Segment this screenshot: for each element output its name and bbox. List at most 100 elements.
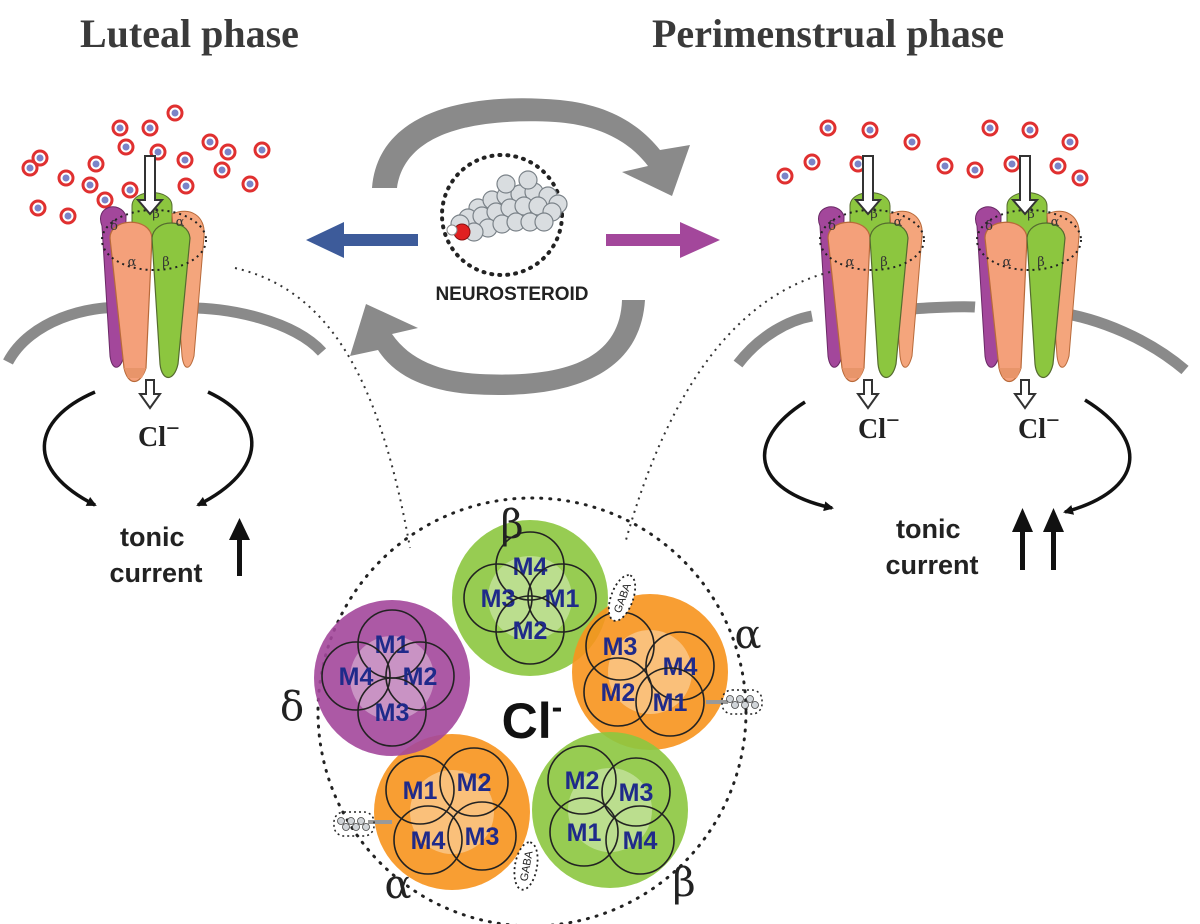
transmembrane-domain-label: M2 xyxy=(457,769,492,797)
svg-text:α: α xyxy=(846,255,855,270)
gaba-molecule xyxy=(1071,169,1089,187)
gaba-molecule xyxy=(176,151,194,169)
gaba-molecule xyxy=(111,119,129,137)
gaba-molecule xyxy=(121,181,139,199)
transmembrane-domain-label: M3 xyxy=(619,779,654,807)
flow-arrows-left xyxy=(42,390,254,507)
neurosteroid-site-left xyxy=(333,811,392,837)
arrow-to-perimenstrual xyxy=(606,222,720,258)
gaba-molecule xyxy=(241,175,259,193)
gaba-molecule xyxy=(803,153,821,171)
membrane-right xyxy=(733,301,1189,375)
gaba-molecule xyxy=(776,167,794,185)
gaba-binding-site-bottom: GABA xyxy=(513,841,539,891)
gaba-molecule xyxy=(96,191,114,209)
gaba-molecule xyxy=(1003,155,1021,173)
gaba-molecule xyxy=(1021,121,1039,139)
transmembrane-domain-label: M3 xyxy=(481,585,516,613)
transmembrane-domain-label: M2 xyxy=(601,679,636,707)
transmembrane-domain-label: M1 xyxy=(375,631,410,659)
svg-text:β: β xyxy=(1037,255,1045,270)
subunit-letter-beta-bottom: β xyxy=(672,860,695,906)
transmembrane-domain-label: M4 xyxy=(623,827,658,855)
gaba-molecule xyxy=(117,138,135,156)
cycle-arrow-top xyxy=(372,98,690,196)
luteal-phase-title: Luteal phase xyxy=(80,11,299,56)
neurosteroid-molecule xyxy=(440,153,568,277)
gaba-molecule xyxy=(981,119,999,137)
tonic-current-label-right: tonic current xyxy=(885,514,978,580)
transmembrane-domain-label: M2 xyxy=(513,617,548,645)
cycle-arrow-bottom xyxy=(350,300,645,395)
svg-text:δ: δ xyxy=(828,219,836,234)
perimenstrual-phase-title: Perimenstrual phase xyxy=(652,11,1005,56)
receptor-channels: α β δ α β α β δ α β α β δ α β xyxy=(100,155,1082,410)
chloride-label-right-1: Cl− xyxy=(858,408,900,445)
gaba-molecule xyxy=(29,199,47,217)
chloride-label-right-2: Cl− xyxy=(1018,408,1060,445)
increase-arrow-right-1 xyxy=(1012,508,1033,570)
cross-section-outline xyxy=(316,496,748,924)
subunit-letter-alpha-right: α xyxy=(734,612,761,658)
svg-text:β: β xyxy=(880,255,888,270)
molecule-atom xyxy=(496,174,516,194)
subunit-letter-delta: δ xyxy=(280,684,304,730)
gaba-molecule xyxy=(57,169,75,187)
gaba-molecule xyxy=(21,159,39,177)
svg-text:β: β xyxy=(162,255,170,270)
transmembrane-domain-label: M3 xyxy=(465,823,500,851)
svg-text:α: α xyxy=(176,215,185,230)
chloride-center-label: Cl- xyxy=(502,689,563,749)
transmembrane-domain-label: M1 xyxy=(403,777,438,805)
leader-line-left xyxy=(234,267,411,549)
neurosteroid-site-right xyxy=(706,689,763,715)
transmembrane-domain-label: M3 xyxy=(375,699,410,727)
svg-text:β: β xyxy=(870,207,878,222)
gaba-molecule xyxy=(861,121,879,139)
subunit-letter-alpha-bottom: α xyxy=(384,862,411,908)
transmembrane-domain-label: M4 xyxy=(411,827,446,855)
increase-arrow-right-2 xyxy=(1043,508,1064,570)
gaba-molecule xyxy=(966,161,984,179)
transmembrane-domain-label: M2 xyxy=(403,663,438,691)
gaba-molecule xyxy=(253,141,271,159)
gabaa-receptor: α β δ α β xyxy=(818,155,925,410)
svg-text:δ: δ xyxy=(985,219,993,234)
transmembrane-domain-label: M4 xyxy=(513,553,548,581)
flow-arrows-right xyxy=(762,398,1132,515)
svg-text:α: α xyxy=(1003,255,1012,270)
gaba-molecule xyxy=(59,207,77,225)
svg-text:α: α xyxy=(1051,215,1060,230)
svg-text:δ: δ xyxy=(110,219,118,234)
gaba-molecule xyxy=(936,157,954,175)
svg-text:β: β xyxy=(1027,207,1035,222)
gaba-molecule xyxy=(201,133,219,151)
svg-text:α: α xyxy=(128,255,137,270)
chloride-label-left: Cl− xyxy=(138,416,180,453)
gaba-molecule xyxy=(903,133,921,151)
gaba-molecule xyxy=(177,177,195,195)
gaba-molecule xyxy=(141,119,159,137)
transmembrane-domain-label: M1 xyxy=(567,819,602,847)
svg-text:β: β xyxy=(152,207,160,222)
svg-text:α: α xyxy=(894,215,903,230)
svg-text:GABA: GABA xyxy=(518,849,535,882)
transmembrane-domain-label: M1 xyxy=(545,585,580,613)
arrow-to-luteal xyxy=(306,222,418,258)
gaba-molecule xyxy=(819,119,837,137)
gaba-molecule xyxy=(166,104,184,122)
subunit-letter-beta-top: β xyxy=(500,502,523,548)
gaba-binding-site-top: GABA xyxy=(607,574,637,622)
increase-arrow-left xyxy=(229,518,250,576)
gaba-molecule xyxy=(81,176,99,194)
gaba-molecule xyxy=(87,155,105,173)
transmembrane-domain-label: M1 xyxy=(653,689,688,717)
transmembrane-domain-label: M2 xyxy=(565,767,600,795)
neurosteroid-label: NEUROSTEROID xyxy=(435,284,588,305)
